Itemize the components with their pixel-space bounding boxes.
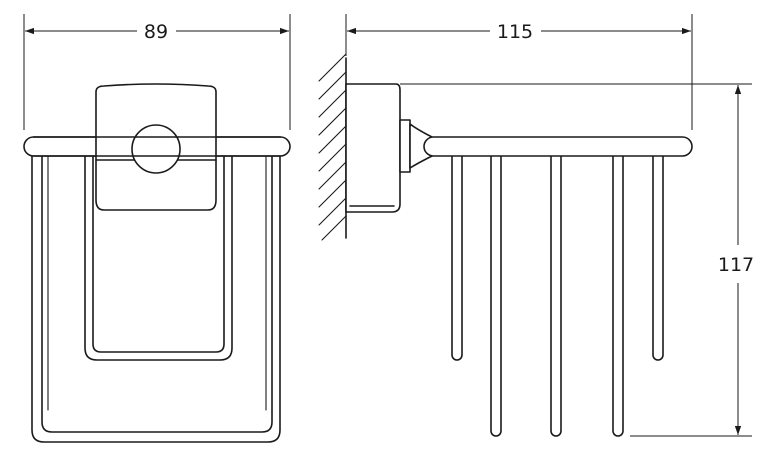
depth-label: 115 xyxy=(497,21,533,43)
hook-3 xyxy=(550,149,562,437)
front-top-rail-line xyxy=(32,136,282,157)
height-dimension: 117 xyxy=(400,83,754,437)
side-hooks xyxy=(451,149,664,437)
width-label: 89 xyxy=(144,21,168,43)
depth-dimension: 115 xyxy=(345,14,693,130)
wall-hatching xyxy=(318,53,347,241)
side-top-rod xyxy=(423,136,693,157)
height-label: 117 xyxy=(718,254,754,276)
side-mount-cap xyxy=(399,119,411,173)
front-basket-outer xyxy=(31,155,281,443)
width-dimension: 89 xyxy=(23,14,291,130)
hook-5 xyxy=(652,149,664,361)
front-inner-loop-inner xyxy=(92,155,225,353)
front-view xyxy=(23,83,291,443)
side-mount-block xyxy=(345,83,401,213)
hook-4 xyxy=(612,149,624,437)
front-inner-loop-outer xyxy=(84,155,233,361)
side-view xyxy=(318,53,693,437)
hook-1 xyxy=(451,149,463,361)
front-round-mount xyxy=(131,124,181,174)
hook-2 xyxy=(490,149,502,437)
front-basket-inner xyxy=(41,155,273,433)
